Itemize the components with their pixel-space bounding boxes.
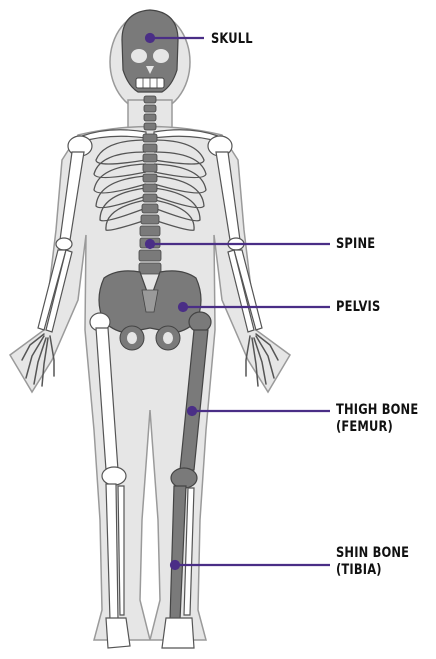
femur-label-line-2: (FEMUR): [336, 419, 418, 436]
spine-leader-dot: [146, 240, 154, 248]
femur-leader-dot: [188, 407, 196, 415]
skull-label-text: SKULL: [211, 31, 253, 48]
pelvis-label: PELVIS: [336, 299, 380, 316]
tibia-label-line-2: (TIBIA): [336, 562, 409, 579]
skull: [122, 10, 178, 92]
skull-leader-dot: [146, 34, 154, 42]
pelvis-leader-dot: [179, 303, 187, 311]
pelvis-label-text: PELVIS: [336, 299, 380, 316]
tibia-label: SHIN BONE (TIBIA): [336, 545, 409, 579]
tibia-leader-dot: [171, 561, 179, 569]
tibia-label-line-1: SHIN BONE: [336, 545, 409, 562]
spine-label: SPINE: [336, 236, 375, 253]
spine-label-text: SPINE: [336, 236, 375, 253]
femur-label-line-1: THIGH BONE: [336, 402, 418, 419]
femur-label: THIGH BONE (FEMUR): [336, 402, 418, 436]
skull-label: SKULL: [211, 31, 253, 48]
